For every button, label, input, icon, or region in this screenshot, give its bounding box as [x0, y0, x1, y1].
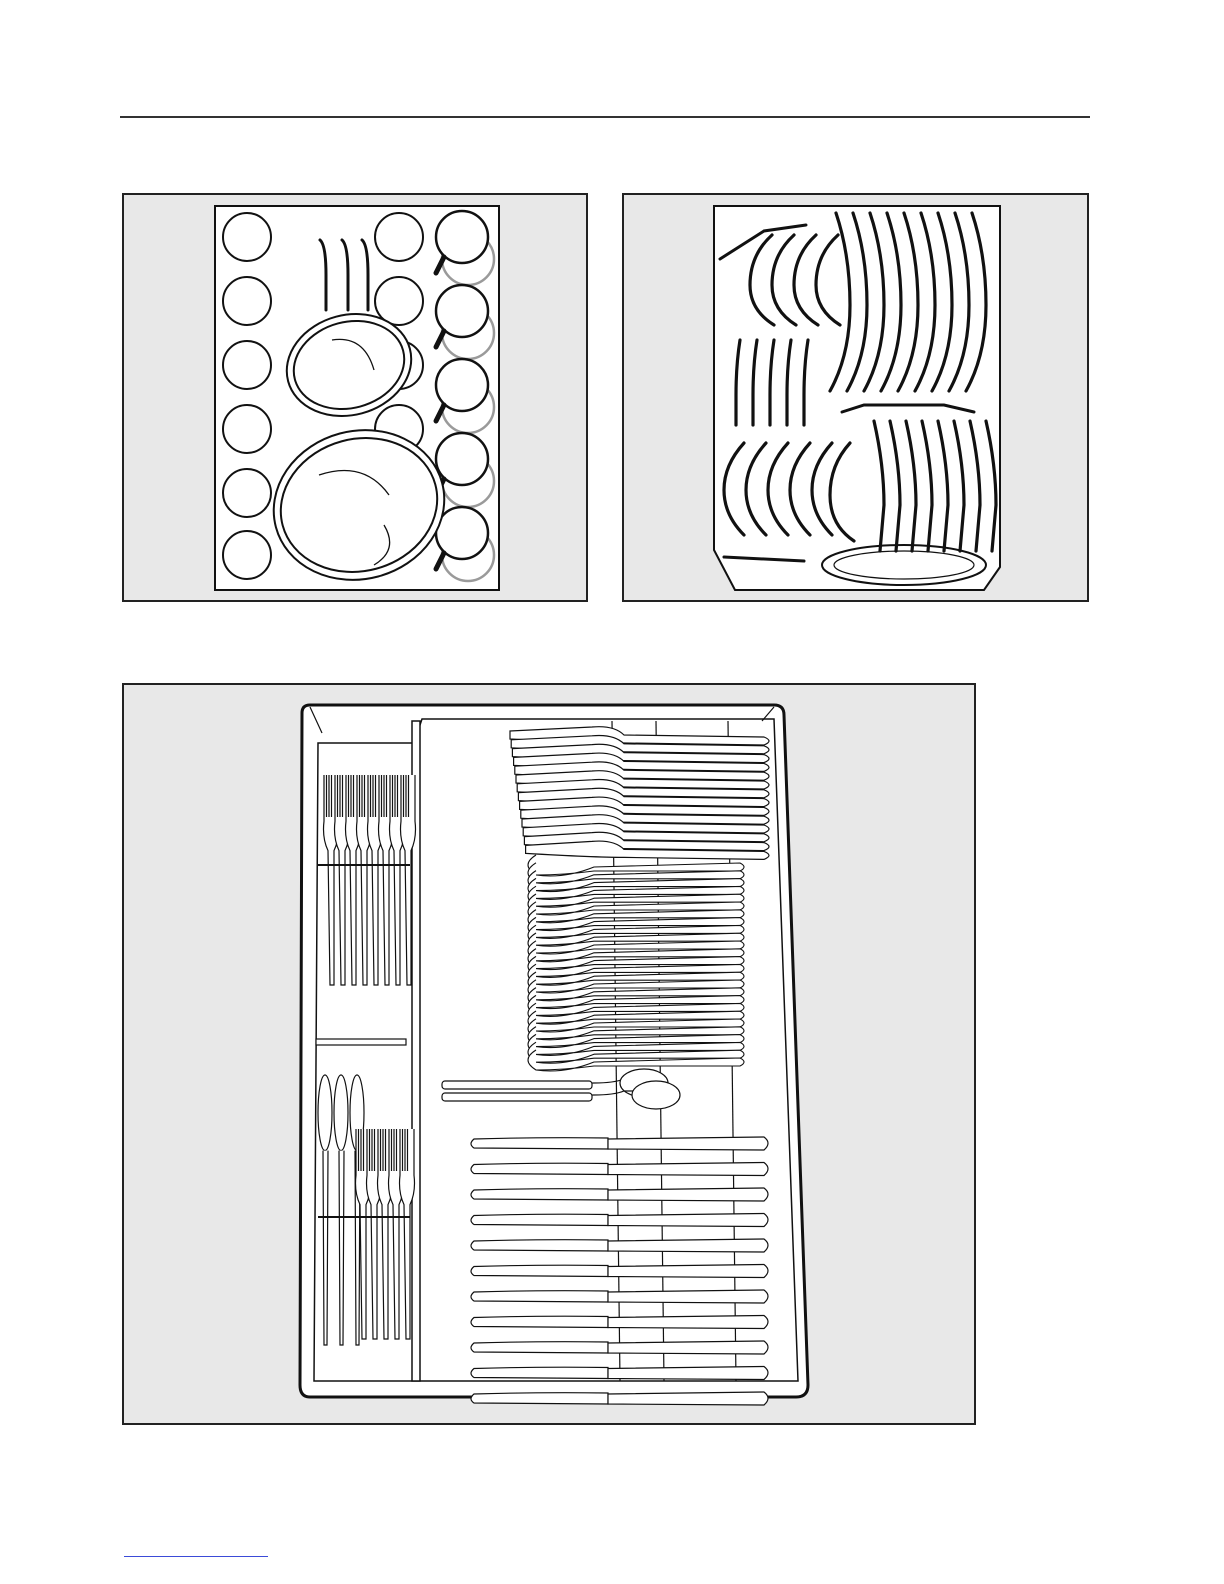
- upper-basket-illustration: [124, 195, 588, 602]
- cup-left-2: [223, 277, 271, 325]
- divider-short: [316, 1039, 406, 1045]
- cup-left-1: [223, 213, 271, 261]
- knife-10: [471, 1367, 768, 1380]
- cup-middle-1: [375, 213, 423, 261]
- knife-4: [471, 1214, 768, 1227]
- knife-1: [471, 1137, 768, 1150]
- header-rule: [120, 116, 1090, 118]
- knife-2: [471, 1163, 768, 1176]
- cup-left-4: [223, 405, 271, 453]
- knife-9: [471, 1341, 768, 1354]
- cup-left-3: [223, 341, 271, 389]
- cup-left-6: [223, 531, 271, 579]
- footer-rule: [124, 1556, 268, 1557]
- knife-8: [471, 1316, 768, 1329]
- cutlery-tray-illustration: [124, 685, 976, 1425]
- lower-basket-illustration: [624, 195, 1089, 602]
- knife-11: [471, 1392, 768, 1405]
- basket-outline: [714, 206, 1000, 590]
- cup-middle-2: [375, 277, 423, 325]
- figure-cutlery-tray: [122, 683, 976, 1425]
- spoons-left: [318, 1075, 364, 1345]
- knife-7: [471, 1290, 768, 1303]
- figure-lower-basket: [622, 193, 1089, 602]
- forks-main: [510, 727, 769, 860]
- knife-3: [471, 1188, 768, 1201]
- knife-6: [471, 1265, 768, 1278]
- knife-5: [471, 1239, 768, 1252]
- cup-left-5: [223, 469, 271, 517]
- figure-upper-basket: [122, 193, 588, 602]
